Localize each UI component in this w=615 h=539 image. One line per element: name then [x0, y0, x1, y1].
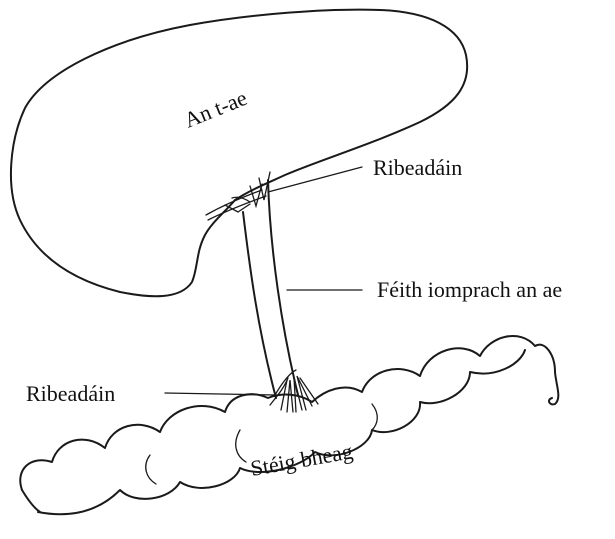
leader-capillaries-top	[268, 167, 362, 192]
label-capillaries-top: Ribeadáin	[373, 155, 462, 180]
label-small-intestine: Stéig bheag	[249, 438, 355, 481]
liver-outline	[11, 10, 467, 297]
label-liver: An t-ae	[181, 85, 251, 133]
small-intestine-left-end	[22, 490, 40, 512]
label-portal-vein: Féith iomprach an ae	[377, 277, 562, 302]
small-intestine-lower	[38, 350, 525, 514]
intestine-fold-1	[236, 430, 246, 462]
label-capillaries-bottom: Ribeadáin	[26, 381, 115, 406]
portal-vein-right-wall	[268, 180, 298, 395]
intestine-fold-3	[146, 455, 156, 484]
leader-capillaries-bottom	[165, 393, 276, 395]
intestine-fold-2	[372, 404, 377, 430]
liver-capillaries	[206, 172, 270, 220]
